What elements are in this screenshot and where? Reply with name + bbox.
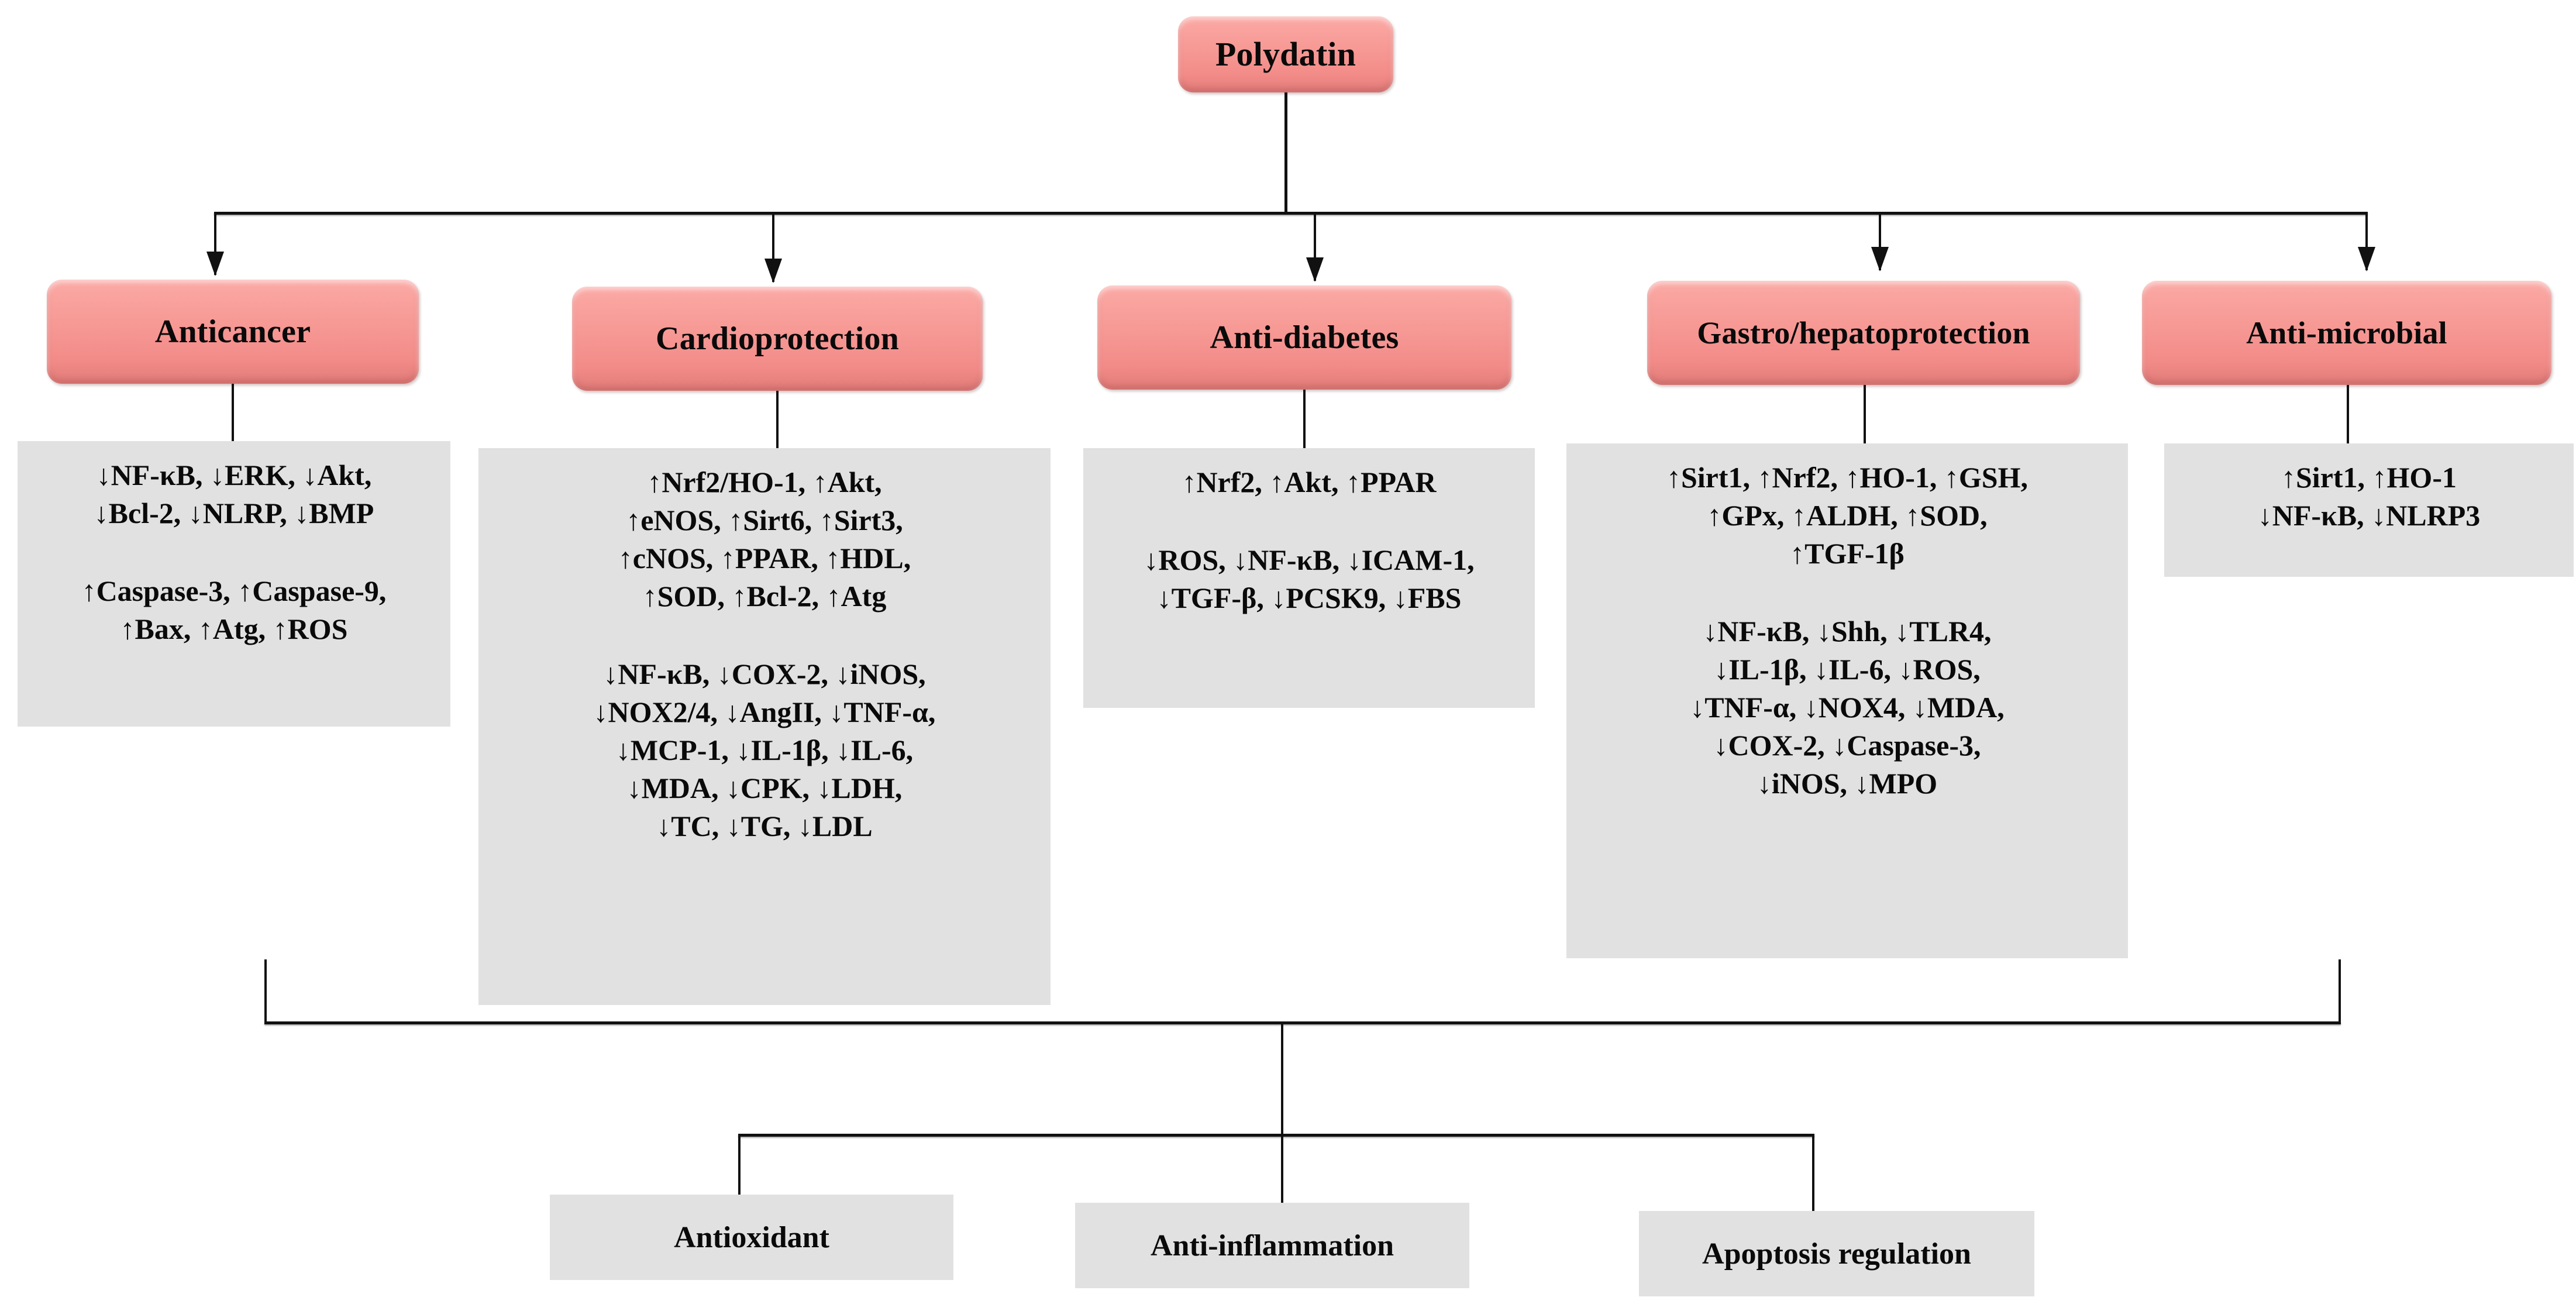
connector-drop-gastro-hepatoprotection: [1879, 212, 1881, 270]
connector-outcome-leg-anti-inflammation: [1281, 1134, 1283, 1203]
panel-line: ↓NF-κB, ↓NLRP3: [2257, 499, 2481, 532]
panel-line: ↑cNOS, ↑PPAR, ↑HDL,: [618, 542, 911, 574]
panel-anticancer-group-up: ↑Caspase-3, ↑Caspase-9, ↑Bax, ↑Atg, ↑ROS: [18, 572, 450, 648]
node-anti-diabetes-label: Anti-diabetes: [1210, 319, 1399, 356]
panel-line: ↑SOD, ↑Bcl-2, ↑Atg: [642, 580, 887, 613]
node-gastro-hepatoprotection-label: Gastro/hepatoprotection: [1697, 315, 2030, 350]
connector-drop-cardioprotection: [772, 212, 774, 282]
panel-anticancer-group-down: ↓NF-κB, ↓ERK, ↓Akt, ↓Bcl-2, ↓NLRP, ↓BMP: [18, 456, 450, 532]
node-polydatin-label: Polydatin: [1215, 35, 1356, 73]
panel-cardioprotection-group-up: ↑Nrf2/HO-1, ↑Akt, ↑eNOS, ↑Sirt6, ↑Sirt3,…: [478, 463, 1051, 615]
connector-drop-anti-microbial: [2365, 212, 2368, 270]
panel-line: ↓MDA, ↓CPK, ↓LDH,: [626, 771, 903, 804]
node-gastro-hepatoprotection[interactable]: Gastro/hepatoprotection: [1647, 281, 2080, 385]
panel-line: ↓TC, ↓TG, ↓LDL: [656, 809, 873, 842]
node-cardioprotection[interactable]: Cardioprotection: [572, 287, 983, 391]
panel-anti-diabetes-group-down: ↓ROS, ↓NF-κB, ↓ICAM-1, ↓TGF-β, ↓PCSK9, ↓…: [1083, 541, 1535, 617]
arrow-down-gastro-hepatoprotection: [1871, 247, 1889, 271]
connector-bottom-bus: [264, 1021, 2341, 1024]
panel-line: ↓IL-1β, ↓IL-6, ↓ROS,: [1714, 652, 1981, 686]
panel-line: ↑Bax, ↑Atg, ↑ROS: [120, 612, 348, 645]
outcome-anti-inflammation[interactable]: Anti-inflammation: [1075, 1203, 1469, 1288]
connector-outcome-leg-apoptosis-regulation: [1812, 1134, 1814, 1211]
connector-stem-anti-microbial: [2347, 385, 2349, 443]
panel-line: ↓iNOS, ↓MPO: [1757, 766, 1938, 800]
connector-bottom-riser-left: [264, 959, 267, 1024]
panel-line: ↑GPx, ↑ALDH, ↑SOD,: [1707, 499, 1988, 532]
panel-line: ↑Nrf2/HO-1, ↑Akt,: [647, 466, 882, 498]
panel-line: ↓NF-κB, ↓Shh, ↓TLR4,: [1703, 614, 1992, 648]
connector-bottom-riser-right: [2339, 959, 2341, 1024]
panel-line: ↑Sirt1, ↑Nrf2, ↑HO-1, ↑GSH,: [1666, 461, 2029, 494]
node-anticancer-label: Anticancer: [154, 313, 311, 350]
panel-line: ↓NOX2/4, ↓AngII, ↓TNF-α,: [593, 695, 936, 728]
panel-line: ↑Caspase-3, ↑Caspase-9,: [81, 574, 387, 607]
connector-stem-cardioprotection: [776, 391, 779, 449]
outcome-apoptosis-regulation-label: Apoptosis regulation: [1702, 1237, 1971, 1271]
panel-line: ↓COX-2, ↓Caspase-3,: [1713, 728, 1981, 762]
connector-stem-anticancer: [232, 384, 234, 442]
connector-stem-gastro-hepatoprotection: [1864, 385, 1866, 443]
node-anticancer[interactable]: Anticancer: [47, 280, 419, 384]
panel-line: ↓NF-κB, ↓ERK, ↓Akt,: [96, 459, 372, 491]
panel-line: ↑Sirt1, ↑HO-1: [2281, 461, 2457, 494]
node-cardioprotection-label: Cardioprotection: [656, 320, 899, 357]
panel-gastro-hepatoprotection-group-up: ↑Sirt1, ↑Nrf2, ↑HO-1, ↑GSH, ↑GPx, ↑ALDH,…: [1566, 459, 2128, 573]
outcome-antioxidant-label: Antioxidant: [674, 1220, 829, 1254]
connector-top-bus: [214, 212, 2368, 215]
connector-polydatin-stem: [1284, 92, 1287, 214]
panel-cardioprotection: ↑Nrf2/HO-1, ↑Akt, ↑eNOS, ↑Sirt6, ↑Sirt3,…: [478, 448, 1051, 1005]
panel-anti-microbial: ↑Sirt1, ↑HO-1 ↓NF-κB, ↓NLRP3: [2164, 443, 2574, 577]
node-polydatin[interactable]: Polydatin: [1178, 16, 1393, 92]
outcome-antioxidant[interactable]: Antioxidant: [550, 1195, 953, 1280]
panel-line: ↓TGF-β, ↓PCSK9, ↓FBS: [1156, 581, 1462, 614]
panel-anti-diabetes: ↑Nrf2, ↑Akt, ↑PPAR ↓ROS, ↓NF-κB, ↓ICAM-1…: [1083, 448, 1535, 708]
panel-line: ↓NF-κB, ↓COX-2, ↓iNOS,: [603, 657, 926, 690]
connector-stem-anti-diabetes: [1303, 390, 1306, 448]
panel-anti-diabetes-group-up: ↑Nrf2, ↑Akt, ↑PPAR: [1083, 463, 1535, 501]
panel-anticancer: ↓NF-κB, ↓ERK, ↓Akt, ↓Bcl-2, ↓NLRP, ↓BMP …: [18, 441, 450, 727]
panel-line: ↑Nrf2, ↑Akt, ↑PPAR: [1182, 466, 1437, 498]
node-anti-diabetes[interactable]: Anti-diabetes: [1097, 285, 1511, 390]
panel-line: ↓TNF-α, ↓NOX4, ↓MDA,: [1690, 690, 2005, 724]
connector-drop-anti-diabetes: [1314, 212, 1316, 281]
arrow-down-anti-microbial: [2358, 247, 2375, 271]
connector-bottom-center-drop: [1281, 1021, 1283, 1136]
connector-outcome-leg-antioxidant: [738, 1134, 741, 1195]
panel-gastro-hepatoprotection: ↑Sirt1, ↑Nrf2, ↑HO-1, ↑GSH, ↑GPx, ↑ALDH,…: [1566, 443, 2128, 958]
arrow-down-anti-diabetes: [1306, 257, 1324, 282]
arrow-down-cardioprotection: [764, 259, 782, 283]
outcome-apoptosis-regulation[interactable]: Apoptosis regulation: [1639, 1211, 2034, 1296]
panel-cardioprotection-group-down: ↓NF-κB, ↓COX-2, ↓iNOS, ↓NOX2/4, ↓AngII, …: [478, 655, 1051, 845]
panel-gastro-hepatoprotection-group-down: ↓NF-κB, ↓Shh, ↓TLR4, ↓IL-1β, ↓IL-6, ↓ROS…: [1566, 613, 2128, 803]
connector-drop-anticancer: [214, 212, 216, 275]
panel-line: ↓Bcl-2, ↓NLRP, ↓BMP: [94, 497, 374, 529]
panel-line: ↑eNOS, ↑Sirt6, ↑Sirt3,: [626, 504, 903, 536]
outcome-anti-inflammation-label: Anti-inflammation: [1151, 1229, 1394, 1262]
connector-outcome-bus: [738, 1134, 1814, 1137]
node-anti-microbial-label: Anti-microbial: [2246, 315, 2447, 350]
panel-line: ↑TGF-1β: [1790, 537, 1905, 570]
panel-line: ↓MCP-1, ↓IL-1β, ↓IL-6,: [615, 733, 914, 766]
panel-line: ↓ROS, ↓NF-κB, ↓ICAM-1,: [1144, 543, 1475, 576]
node-anti-microbial[interactable]: Anti-microbial: [2142, 281, 2551, 385]
arrow-down-anticancer: [206, 252, 224, 276]
panel-anti-microbial-group: ↑Sirt1, ↑HO-1 ↓NF-κB, ↓NLRP3: [2164, 459, 2574, 535]
